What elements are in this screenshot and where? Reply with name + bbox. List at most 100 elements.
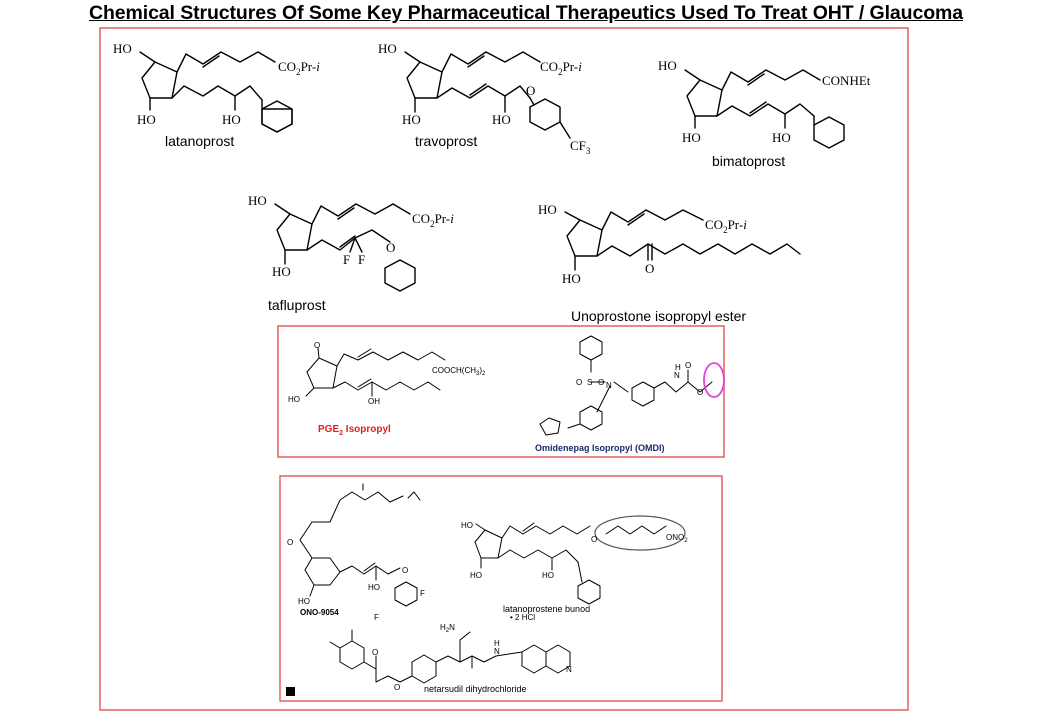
omdi-pyrazole — [539, 417, 561, 436]
tafluprost-label: tafluprost — [268, 297, 326, 313]
travoprost-structure: HO HO HO O CO2Pr-i CF3 travoprost — [378, 41, 591, 156]
netarsudil-structure: O O H2N • 2 HCl H N N netarsudil dihydro… — [329, 613, 572, 694]
svg-text:HO: HO — [538, 202, 557, 217]
outer-frame — [99, 27, 909, 711]
svg-text:COOCH(CH3)2: COOCH(CH3)2 — [432, 366, 486, 377]
tafluprost-ring — [276, 213, 313, 251]
ono9054-ring — [304, 557, 341, 586]
latanoprostene-label: latanoprostene bunod — [503, 604, 590, 614]
latanoprost-phenyl — [261, 100, 293, 133]
ono9054-oxepane — [299, 491, 353, 573]
lower-frame — [279, 475, 723, 702]
black-square-marker — [286, 687, 295, 696]
svg-text:HO: HO — [137, 112, 156, 127]
svg-text:HO: HO — [402, 112, 421, 127]
svg-text:O: O — [591, 535, 597, 544]
unoprostone-structure: HO HO O CO2Pr-i Unoprostone isopropyl es… — [538, 202, 801, 324]
svg-text:H2N: H2N — [440, 623, 455, 634]
svg-text:CO2Pr-i: CO2Pr-i — [412, 211, 454, 229]
svg-text:HO: HO — [658, 58, 677, 73]
svg-text:O: O — [598, 378, 604, 387]
bimatoprost-label: bimatoprost — [712, 153, 785, 169]
svg-text:HO: HO — [288, 395, 300, 404]
svg-text:HO: HO — [272, 264, 291, 279]
svg-text:HO: HO — [542, 571, 554, 580]
latanoprost-alpha-chain — [176, 51, 276, 73]
ono9054-label: ONO-9054 — [300, 608, 339, 617]
omdi-highlight-circle — [703, 362, 725, 398]
netarsudil-isoquinoline-a — [521, 644, 547, 674]
tafluprost-structure: HO HO F F O CO2Pr-i tafluprost — [248, 193, 454, 313]
svg-text:CO2Pr-i: CO2Pr-i — [278, 59, 320, 77]
ono9054-structure: O HO HO O F F ONO-9054 — [287, 483, 425, 622]
svg-text:O: O — [697, 388, 703, 397]
svg-text:HO: HO — [562, 271, 581, 286]
svg-text:O: O — [526, 83, 535, 98]
svg-text:HO: HO — [222, 112, 241, 127]
svg-text:O: O — [394, 683, 400, 692]
netarsudil-dimethylphenyl — [339, 640, 365, 670]
svg-text:O: O — [645, 261, 654, 276]
svg-text:F: F — [420, 589, 425, 598]
svg-text:F: F — [343, 252, 350, 267]
svg-text:N: N — [494, 647, 500, 656]
svg-text:O: O — [314, 341, 320, 350]
svg-text:O: O — [576, 378, 582, 387]
svg-text:O: O — [386, 240, 395, 255]
unoprostone-label: Unoprostone isopropyl ester — [571, 308, 746, 324]
pge2-omdi-frame — [277, 325, 725, 458]
page-title: Chemical Structures Of Some Key Pharmace… — [88, 2, 964, 24]
omdi-structure: O S O N H N O O Omidenepag Isopropyl (OM… — [535, 335, 725, 453]
svg-text:HO: HO — [248, 193, 267, 208]
travoprost-label: travoprost — [415, 133, 477, 149]
svg-text:H: H — [494, 639, 500, 648]
pge2-label: PGE2 Isopropyl — [318, 424, 391, 437]
travoprost-ring — [406, 61, 443, 99]
svg-text:H: H — [675, 363, 681, 372]
svg-text:OH: OH — [368, 397, 380, 406]
travoprost-phenyl — [529, 98, 561, 131]
svg-text:F: F — [358, 252, 365, 267]
ono9054-phenyl — [394, 581, 418, 607]
svg-text:HO: HO — [113, 41, 132, 56]
svg-text:O: O — [402, 566, 408, 575]
svg-text:CO2Pr-i: CO2Pr-i — [540, 59, 582, 77]
svg-text:HO: HO — [470, 571, 482, 580]
svg-text:O: O — [287, 538, 293, 547]
omdi-label: Omidenepag Isopropyl (OMDI) — [535, 443, 665, 453]
netarsudil-phenyl — [411, 654, 437, 684]
pge2-structure: O HO OH COOCH(CH3)2 PGE2 Isopropyl — [288, 341, 486, 437]
latanoprost-label: latanoprost — [165, 133, 234, 149]
svg-text:CO2Pr-i: CO2Pr-i — [705, 217, 747, 235]
latanoprostene-phenyl — [577, 579, 601, 605]
svg-text:HO: HO — [772, 130, 791, 145]
bimatoprost-phenyl — [813, 116, 845, 149]
netarsudil-isoquinoline-b — [545, 644, 571, 674]
svg-text:HO: HO — [492, 112, 511, 127]
latanoprostene-structure: HO HO HO O ONO2 latanoprostene bunod — [461, 515, 688, 614]
unoprostone-ring — [566, 219, 603, 257]
svg-text:HO: HO — [682, 130, 701, 145]
svg-text:HO: HO — [298, 597, 310, 606]
omdi-pyridine-top — [579, 335, 603, 361]
latanoprostene-ring — [474, 529, 503, 559]
netarsudil-label: netarsudil dihydrochloride — [424, 684, 527, 694]
svg-text:HO: HO — [378, 41, 397, 56]
bimatoprost-ring — [686, 79, 723, 117]
svg-text:O: O — [372, 648, 378, 657]
svg-text:S: S — [587, 378, 592, 387]
svg-text:ONO2: ONO2 — [666, 533, 688, 544]
svg-text:• 2 HCl: • 2 HCl — [510, 613, 535, 622]
latanoprost-ring — [141, 61, 178, 99]
tafluprost-phenyl — [384, 259, 416, 292]
omdi-pyridine-mid — [631, 381, 655, 407]
latanoprost-structure: HO HO HO CO2Pr-i latanoprost — [113, 41, 320, 149]
svg-text:N: N — [674, 371, 680, 380]
svg-text:CF3: CF3 — [570, 138, 591, 156]
svg-text:F: F — [374, 613, 379, 622]
svg-text:HO: HO — [461, 521, 473, 530]
svg-text:CONHEt: CONHEt — [822, 73, 871, 88]
latanoprostene-highlight-circle — [594, 515, 686, 551]
svg-text:O: O — [685, 361, 691, 370]
